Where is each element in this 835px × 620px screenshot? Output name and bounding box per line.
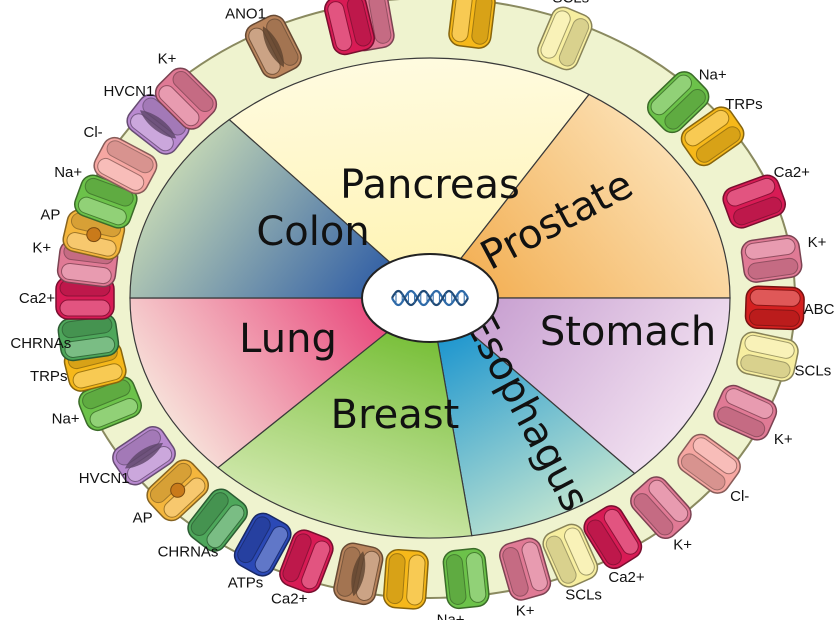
channel-label-naplus: Na+ [699,66,727,83]
nucleus [362,254,498,342]
channel-label-naplus: Na+ [437,612,465,620]
channel-label-kplus: K+ [774,431,793,448]
channel-label-kplus: K+ [32,240,51,257]
channel-label-ca2plus: Ca2+ [19,290,56,307]
channel-trps-16 [383,549,429,610]
channel-label-naplus: Na+ [54,164,82,181]
channel-label-chrnas: CHRNAs [10,335,71,352]
channel-label-ap: AP [40,207,60,224]
channel-trps-1 [448,0,497,49]
channel-label-naplus: Na+ [52,411,80,428]
channel-label-atps: ATPs [228,574,264,591]
sector-label-lung: Lung [239,316,337,362]
channel-label-chrnas: CHRNAs [158,544,219,561]
channel-label-trps: TRPs [30,368,68,385]
sector-label-colon: Colon [256,209,369,255]
channel-label-kplus: K+ [158,51,177,68]
channel-label-kplus: K+ [673,537,692,554]
channel-label-ca2plus: Ca2+ [608,569,645,586]
channel-label-clminus: Cl- [730,488,749,505]
channel-label-kplus: K+ [516,602,535,619]
sector-label-breast: Breast [331,392,460,438]
channel-label-hvcn1: HVCN1 [103,83,154,100]
channel-label-scls: SCLs [565,586,602,603]
sector-label-stomach: Stomach [540,309,716,355]
channel-kplus-6 [740,234,803,284]
channel-label-scls: SCLs [795,362,832,379]
channel-label-kplus: K+ [808,234,827,251]
sector-label-pancreas: Pancreas [340,162,520,208]
channel-label-ca2plus: Ca2+ [774,164,811,181]
channel-label-scls: SCLs [552,0,589,6]
channel-naplus-15 [442,547,490,609]
channel-label-ano1: ANO1 [225,6,266,23]
channel-label-abcs: ABCs [804,301,835,318]
channel-abcs-7 [745,286,804,330]
channel-label-hvcn1: HVCN1 [79,470,130,487]
channel-label-ap: AP [133,510,153,527]
channel-label-trps: TRPs [725,96,763,113]
channel-label-clminus: Cl- [84,124,103,141]
channel-label-ca2plus: Ca2+ [271,591,308,608]
